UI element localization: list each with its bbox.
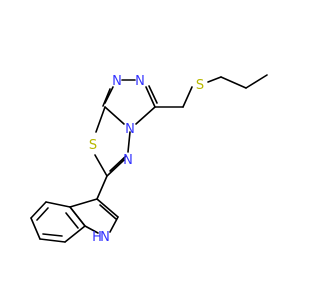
- bond: [30, 217, 41, 240]
- bond: [69, 206, 86, 227]
- molecule-canvas: N N N N S S N H: [30, 74, 268, 245]
- atom-s-chain: S: [196, 78, 204, 93]
- bond: [127, 131, 131, 153]
- atom-n-triazole-top-left: N: [112, 74, 122, 89]
- atom-labels: N N N N S S N H: [89, 74, 204, 245]
- bond: [96, 175, 108, 200]
- bond: [65, 212, 79, 229]
- atom-s-ring: S: [89, 138, 97, 153]
- bond: [182, 86, 193, 108]
- bond: [104, 86, 114, 104]
- bond: [42, 233, 63, 237]
- molecule-structure: N N N N S S N H: [30, 74, 268, 245]
- bond-group: [30, 74, 268, 243]
- atom-n-triazole-top-right: N: [135, 74, 145, 89]
- bond: [94, 154, 108, 177]
- bond: [69, 198, 98, 208]
- atom-nh-indole-h: H: [92, 230, 102, 245]
- bond: [30, 201, 47, 219]
- bond: [145, 86, 156, 108]
- atom-nh-indole-n: N: [100, 230, 110, 245]
- bond: [45, 201, 71, 208]
- bond: [245, 74, 268, 89]
- bond: [84, 225, 99, 234]
- bond: [148, 85, 158, 104]
- bond: [39, 238, 66, 243]
- bond: [95, 106, 106, 133]
- bond: [102, 88, 111, 107]
- atom-n-bridge: N: [125, 122, 135, 137]
- bond: [135, 106, 156, 125]
- bond: [109, 155, 127, 172]
- bond: [106, 159, 125, 177]
- bond: [207, 76, 222, 83]
- bond: [64, 225, 86, 243]
- bond: [36, 207, 49, 221]
- bond: [220, 76, 247, 89]
- atom-n-thiadiazole: N: [123, 153, 133, 168]
- bond: [99, 204, 117, 220]
- bond: [96, 198, 119, 218]
- bond: [104, 106, 125, 125]
- bond: [109, 216, 119, 233]
